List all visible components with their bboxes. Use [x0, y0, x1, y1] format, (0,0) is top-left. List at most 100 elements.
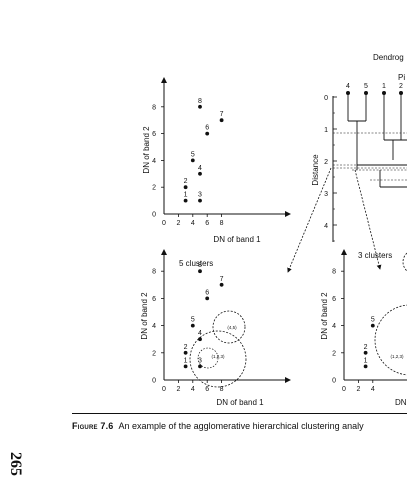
y-tick-label: 6 — [152, 296, 156, 303]
data-point-5 — [370, 323, 375, 328]
cluster-circle-upper — [402, 252, 407, 272]
data-point-5 — [190, 323, 195, 328]
point-label-5: 5 — [191, 151, 195, 158]
data-point-6 — [205, 296, 210, 301]
dendrogram-partial-label: Pi — [398, 73, 405, 82]
x-tick-label: 4 — [191, 220, 195, 227]
x-axis-label: DN of band 1 — [216, 398, 264, 407]
data-point-8 — [198, 104, 202, 109]
cluster-circle-4-5 — [212, 310, 246, 344]
point-label-4: 4 — [198, 330, 202, 337]
x-tick-labels: 0 2 4 — [342, 380, 375, 393]
distance-tick-labels: 0 1 2 3 4 — [324, 95, 337, 242]
y-tick-label: 8 — [332, 269, 336, 276]
point-label-8: 8 — [198, 262, 202, 269]
data-point-3 — [198, 364, 202, 369]
cluster-label-1-2-3: (1,2,3) — [390, 354, 404, 359]
y-tick-label: 0 — [332, 378, 336, 385]
annotation-5-clusters: 5 clusters — [179, 259, 213, 268]
data-point-2 — [363, 350, 368, 355]
data-point-4 — [198, 337, 202, 342]
x-tick-label: 0 — [342, 386, 346, 393]
arrow-to-3-clusters — [354, 169, 382, 270]
y-tick-label: 8 — [152, 269, 156, 276]
data-point-1 — [183, 198, 188, 203]
caption-label: Figure 7.6 — [72, 421, 114, 431]
point-label-5: 5 — [191, 317, 195, 324]
y-tick-label: 4 — [152, 158, 156, 165]
y-tick-label: 2 — [332, 350, 336, 357]
y-tick-labels: 0 2 4 6 8 — [152, 269, 164, 385]
data-points: 1 2 3 45 6 7 8 — [183, 262, 224, 369]
x-tick-label: 4 — [191, 386, 195, 393]
cluster-circle-large — [374, 304, 407, 376]
distance-tick-label: 3 — [324, 191, 328, 198]
figure-caption: Figure 7.6 An example of the agglomerati… — [72, 421, 407, 431]
x-tick-label: 4 — [371, 386, 375, 393]
cluster-label-4-5: (4,5) — [227, 325, 237, 330]
y-tick-label: 0 — [152, 378, 156, 385]
y-axis-label: DN of band 2 — [142, 126, 151, 174]
y-tick-label: 0 — [152, 212, 156, 219]
y-tick-label: 4 — [152, 323, 156, 330]
caption-text: An example of the agglomerative hierarch… — [118, 421, 364, 431]
point-label-2: 2 — [364, 344, 368, 351]
data-point-1 — [183, 364, 188, 369]
x-tick-label: 8 — [220, 386, 224, 393]
caption-rule — [72, 413, 407, 414]
point-label-2: 2 — [184, 178, 188, 185]
x-tick-label: 6 — [205, 386, 209, 393]
cluster-circle-1-2-3 — [189, 330, 247, 388]
data-point-1 — [363, 364, 368, 369]
y-tick-label: 2 — [152, 185, 156, 192]
x-tick-label: 2 — [176, 220, 180, 227]
cluster-circle-1-2 — [197, 347, 219, 369]
point-label-8: 8 — [198, 98, 202, 105]
point-label-3: 3 — [198, 357, 202, 364]
data-point-5 — [190, 158, 195, 163]
annotation-3-clusters: 3 clusters — [358, 251, 392, 260]
data-point-8 — [198, 269, 202, 274]
distance-tick-label: 1 — [324, 127, 328, 134]
x-axis-label: DN — [395, 398, 407, 407]
point-label-7: 7 — [220, 111, 224, 118]
point-label-4: 4 — [198, 165, 202, 172]
dendrogram-branches — [347, 93, 407, 188]
x-tick-label: 2 — [356, 386, 360, 393]
x-tick-label: 8 — [220, 220, 224, 227]
arrow-to-5-clusters — [287, 167, 332, 273]
data-point-6 — [205, 131, 210, 136]
point-label-2: 2 — [184, 344, 188, 351]
y-tick-label: 2 — [152, 350, 156, 357]
data-point-3 — [198, 198, 202, 203]
data-points: 125 — [364, 317, 375, 369]
data-point-2 — [183, 350, 188, 355]
x-tick-label: 0 — [162, 386, 166, 393]
point-label-7: 7 — [220, 276, 224, 283]
data-point-7 — [219, 282, 224, 287]
cut-level-lines — [333, 132, 407, 181]
x-axis-label: DN of band 1 — [213, 235, 261, 244]
y-tick-label: 8 — [152, 104, 156, 111]
distance-tick-label: 2 — [324, 159, 328, 166]
page-number: 265 — [7, 452, 24, 476]
point-label-3: 3 — [198, 192, 202, 199]
distance-tick-label: 4 — [324, 223, 328, 230]
data-point-7 — [219, 118, 224, 123]
point-label-1: 1 — [184, 192, 188, 199]
x-tick-label: 6 — [205, 220, 209, 227]
y-axis-label: DN of band 2 — [320, 292, 329, 340]
point-label-6: 6 — [205, 289, 209, 296]
point-label-1: 1 — [184, 357, 188, 364]
point-label-1: 1 — [364, 357, 368, 364]
distance-tick-label: 0 — [324, 95, 328, 102]
